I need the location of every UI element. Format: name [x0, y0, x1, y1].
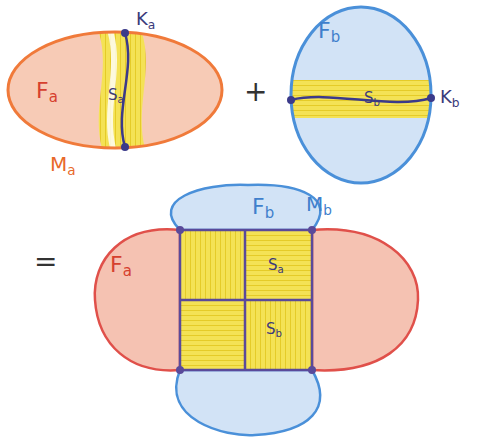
manifold-label: Mb [306, 194, 332, 214]
manifold-region: FaMa Sa [8, 28, 224, 178]
manifold-label: Ma [50, 154, 76, 174]
tube-quadrant: Sb [247, 302, 310, 368]
surface-label: Fb [252, 196, 274, 218]
connected-sum-region: Fa FbSaSb [92, 183, 422, 437]
sphere-label: Sb [266, 322, 282, 337]
sphere-label: Sa [108, 88, 124, 103]
manifold-a [8, 29, 222, 152]
tube-band: Sa [98, 40, 148, 146]
tube-band: Sb [290, 80, 432, 118]
plus-sign: + [244, 78, 267, 106]
surface-label: Fa [36, 80, 58, 102]
knot-label: Kb [440, 88, 460, 106]
sphere-label: Sb [364, 91, 380, 106]
surface-label: Fa [110, 254, 132, 276]
surface-label: Fb [318, 20, 340, 42]
tube-quadrant: Sa [247, 232, 310, 298]
manifold-b [287, 7, 435, 183]
knot-label: Ka [136, 10, 155, 28]
equals-sign: = [34, 248, 57, 276]
sphere-label: Sa [268, 258, 284, 273]
connected-sum [95, 185, 418, 435]
manifold-region: FbMb Sb [288, 4, 436, 218]
